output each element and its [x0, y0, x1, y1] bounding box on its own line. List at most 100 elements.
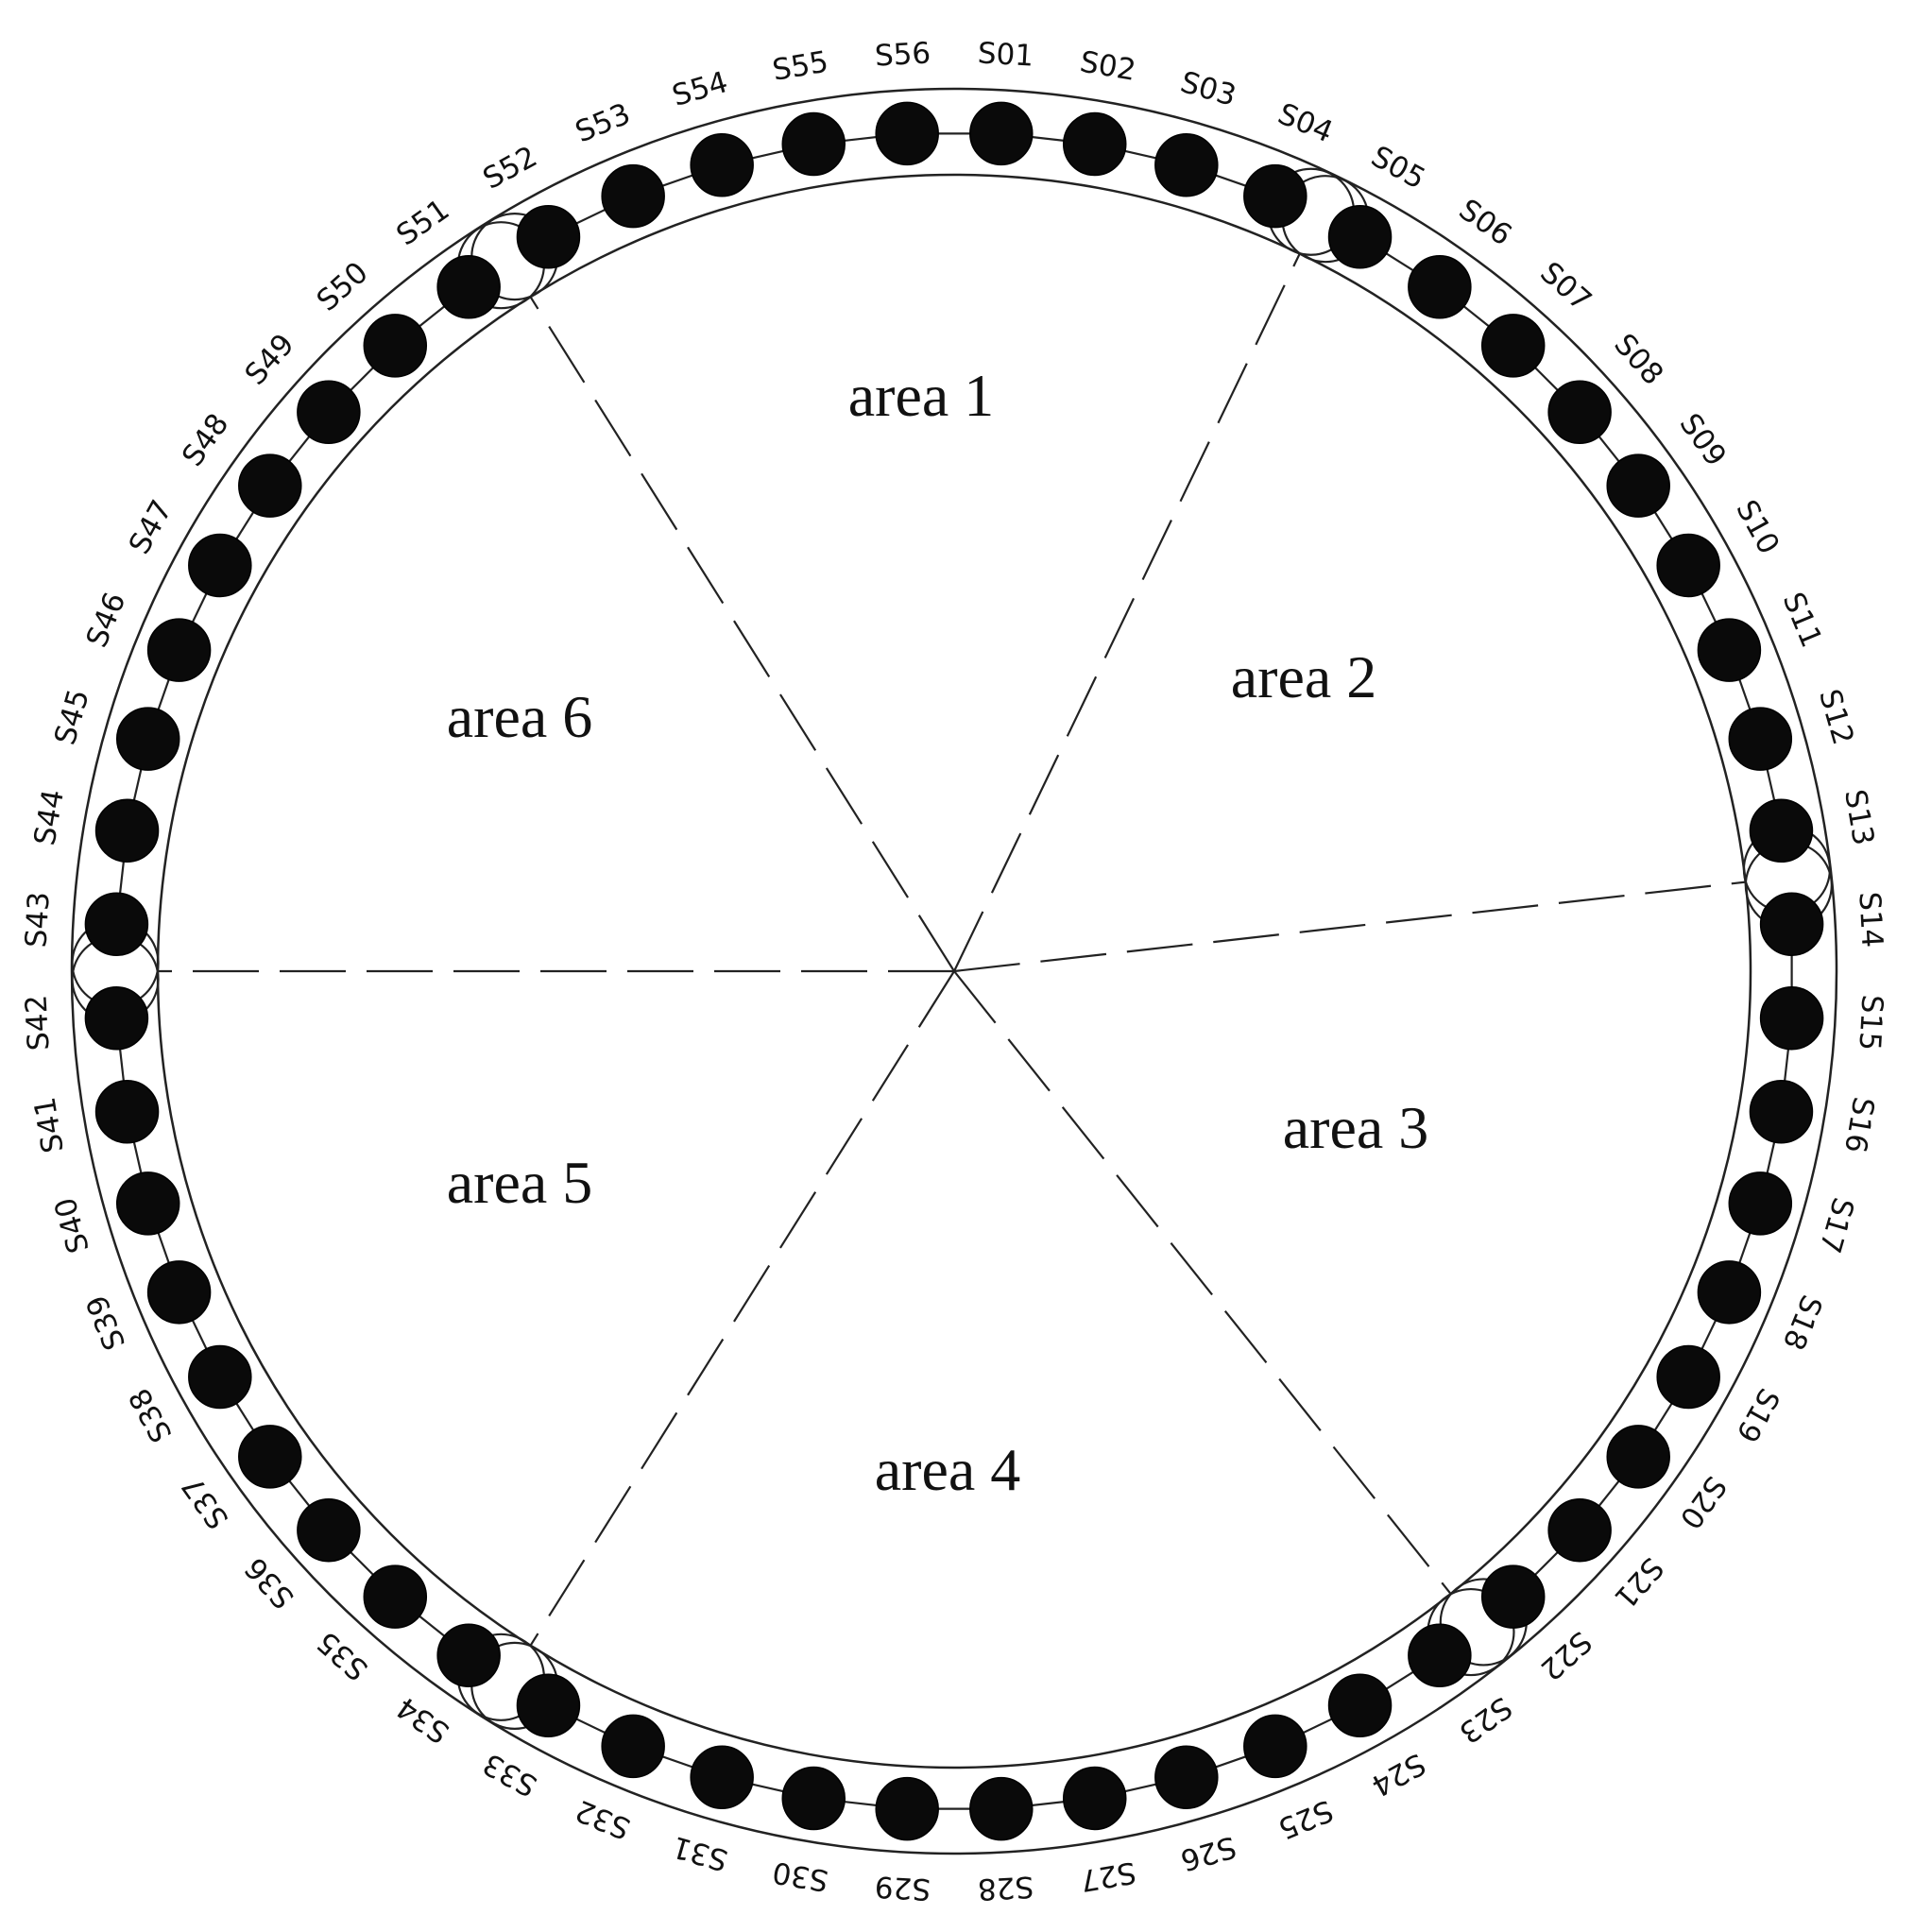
sensor-label-s22: S22: [1533, 1624, 1598, 1686]
sensor-label-s32: S32: [571, 1793, 635, 1846]
sensor-label-s51: S51: [390, 193, 455, 253]
sensor-s03: [1154, 132, 1219, 197]
sensor-s38: [188, 1344, 252, 1410]
sensor-s35: [363, 1564, 428, 1629]
area-divider-line: [953, 881, 1746, 973]
sensor-label-s03: S03: [1177, 65, 1240, 113]
sensor-label-s28: S28: [977, 1869, 1034, 1906]
sensor-label-s01: S01: [977, 36, 1034, 73]
sensor-s25: [1243, 1714, 1307, 1779]
area-labels: area 1 area 2 area 3 area 4 area 5 area …: [447, 362, 1429, 1503]
sensor-s12: [1728, 707, 1793, 771]
area-label-3: area 3: [1283, 1094, 1429, 1161]
sensor-s40: [115, 1171, 180, 1236]
sensor-s50: [363, 314, 428, 378]
sensor-s26: [1154, 1745, 1219, 1810]
sensor-s01: [969, 101, 1034, 166]
sensor-s20: [1606, 1425, 1670, 1489]
sensor-label-s08: S08: [1607, 328, 1669, 392]
sensor-s39: [146, 1260, 212, 1325]
sensor-label-s13: S13: [1837, 787, 1880, 847]
sensor-label-s17: S17: [1812, 1194, 1860, 1257]
sensor-label-s33: S33: [477, 1746, 542, 1803]
sensor-label-s31: S31: [669, 1829, 732, 1877]
sensor-s54: [690, 132, 754, 197]
sensor-s08: [1547, 380, 1612, 445]
sensor-label-s09: S09: [1673, 407, 1734, 472]
sensor-label-s02: S02: [1078, 45, 1138, 88]
sensor-label-s26: S26: [1177, 1829, 1240, 1877]
sensor-s05: [1327, 205, 1393, 269]
sensor-s33: [516, 1673, 581, 1737]
sensor-label-s39: S39: [80, 1291, 133, 1355]
sensor-s53: [601, 163, 665, 229]
sensor-label-s50: S50: [311, 255, 375, 317]
sensor-label-s21: S21: [1607, 1550, 1669, 1615]
sensor-label-s43: S43: [19, 891, 56, 949]
sensor-s11: [1697, 618, 1762, 682]
area-dividers: [158, 253, 1746, 1647]
sensor-s31: [690, 1745, 754, 1810]
sensor-s56: [875, 101, 939, 166]
sensor-label-s41: S41: [28, 1095, 71, 1155]
sensor-label-s44: S44: [28, 787, 71, 847]
sensor-label-s11: S11: [1776, 588, 1829, 652]
area-divider-line: [953, 970, 1452, 1595]
sensor-label-s49: S49: [238, 328, 300, 392]
sensor-label-s16: S16: [1837, 1095, 1880, 1155]
sensor-s04: [1243, 163, 1307, 229]
sensor-s17: [1728, 1171, 1793, 1236]
sensor-s36: [297, 1497, 361, 1563]
sensor-label-s24: S24: [1365, 1746, 1430, 1803]
sensor-label-s18: S18: [1776, 1291, 1829, 1355]
area-label-4: area 4: [875, 1436, 1021, 1503]
sensor-label-s29: S29: [874, 1869, 931, 1906]
sensor-markers: [84, 101, 1824, 1841]
sensor-label-s46: S46: [80, 588, 133, 652]
sensor-label-s40: S40: [48, 1194, 96, 1257]
sensor-label-s07: S07: [1533, 255, 1598, 317]
sensor-label-s06: S06: [1453, 193, 1518, 253]
sensor-label-s36: S36: [238, 1550, 300, 1615]
sensor-s52: [516, 205, 581, 269]
sensor-s07: [1480, 314, 1546, 378]
sensor-s47: [188, 533, 252, 598]
sensor-label-s53: S53: [571, 97, 635, 150]
sensor-s48: [238, 453, 302, 518]
sensor-s41: [94, 1079, 160, 1144]
sensor-s37: [238, 1425, 302, 1489]
sensor-label-s35: S35: [311, 1624, 375, 1686]
sensor-s15: [1759, 986, 1824, 1051]
sensor-label-s48: S48: [176, 407, 236, 472]
sensor-s49: [297, 380, 361, 445]
sensor-label-s12: S12: [1812, 686, 1860, 749]
sensor-s45: [115, 707, 180, 771]
area-divider-line: [953, 253, 1301, 972]
sensor-s02: [1062, 111, 1127, 177]
sensor-label-s14: S14: [1852, 891, 1888, 949]
sensor-label-s27: S27: [1078, 1855, 1138, 1897]
sensor-s44: [94, 798, 160, 863]
sensor-s42: [84, 986, 149, 1051]
sensor-label-s19: S19: [1729, 1382, 1786, 1447]
sensor-s29: [875, 1776, 939, 1841]
area-divider-line: [529, 296, 955, 972]
sensor-label-s37: S37: [176, 1470, 236, 1535]
sensor-label-s38: S38: [123, 1382, 179, 1447]
outer-ring: [70, 87, 1838, 1855]
sensor-s16: [1749, 1079, 1814, 1144]
sensor-s51: [436, 255, 501, 319]
sensor-s19: [1656, 1344, 1720, 1410]
sensor-label-s52: S52: [477, 140, 542, 197]
sensor-label-s34: S34: [390, 1690, 455, 1751]
area-divider-line: [529, 970, 955, 1647]
sensor-label-s10: S10: [1729, 494, 1786, 559]
sensor-label-s20: S20: [1673, 1470, 1734, 1535]
sensor-s27: [1062, 1766, 1127, 1831]
sensor-s34: [436, 1623, 501, 1687]
sensor-s23: [1408, 1623, 1472, 1687]
area-label-5: area 5: [447, 1149, 593, 1216]
sensor-label-s56: S56: [874, 36, 931, 73]
sensor-s55: [781, 111, 846, 177]
